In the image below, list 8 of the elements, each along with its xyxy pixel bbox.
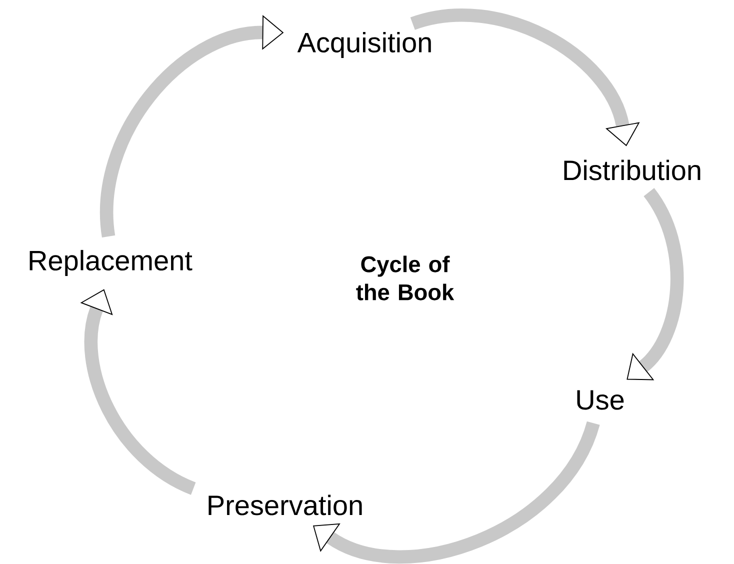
stage-label: Acquisition — [297, 32, 431, 58]
curved-arrow — [626, 188, 684, 380]
stage-label: Use — [577, 390, 624, 410]
stage-label: Distribution — [564, 160, 700, 180]
curved-arrow — [80, 289, 196, 495]
stage-label: Replacement — [30, 250, 192, 276]
stage-label: Preservation — [208, 494, 362, 516]
center-title: Cycle of the Book — [356, 256, 454, 300]
